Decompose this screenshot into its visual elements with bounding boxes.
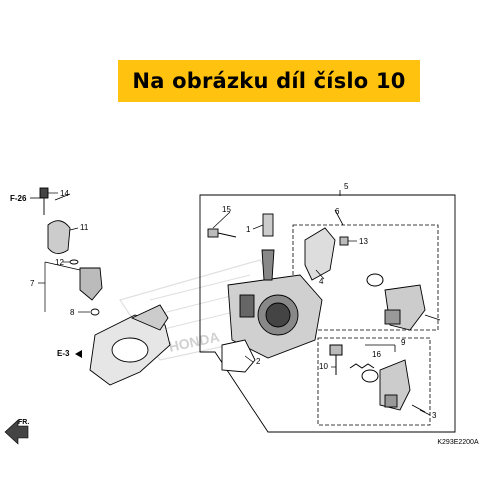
bolt-13 (339, 236, 349, 246)
leader-lines (38, 192, 431, 416)
label-5: 5 (344, 182, 349, 191)
part-labels: 5 6 1 15 13 4 2 9 16 10 3 14 11 12 7 8 (30, 182, 437, 420)
bracket-4 (304, 227, 336, 281)
label-12: 12 (55, 258, 64, 267)
o-ring (366, 273, 384, 287)
o-ring-lower (361, 369, 379, 383)
label-16: 16 (372, 350, 381, 359)
svg-text:F-26: F-26 (10, 194, 27, 203)
bolt-15 (207, 228, 237, 238)
label-1: 1 (246, 225, 251, 234)
label-4: 4 (319, 277, 324, 286)
label-3: 3 (432, 411, 437, 420)
highlight-banner: Na obrázku díl číslo 10 (118, 60, 420, 102)
label-14: 14 (60, 189, 69, 198)
idle-screw (261, 213, 275, 281)
sensor-upper (384, 284, 441, 331)
sub-assembly-outline-9 (317, 337, 431, 426)
ref-e3: E-3 (57, 349, 82, 358)
watermark-text: HONDA (167, 329, 221, 355)
label-15: 15 (222, 205, 231, 214)
intake-manifold (89, 304, 171, 386)
label-13: 13 (359, 237, 368, 246)
svg-text:E-3: E-3 (57, 349, 70, 358)
assembly-outline (199, 194, 456, 433)
label-11: 11 (80, 223, 89, 232)
label-7: 7 (30, 279, 35, 288)
label-6: 6 (335, 207, 340, 216)
gasket-2 (221, 339, 256, 373)
svg-text:FR.: FR. (18, 419, 29, 426)
label-10: 10 (319, 362, 328, 371)
spring-16 (349, 363, 375, 369)
part-10-screw (329, 344, 343, 375)
drawing-code: K293E2200A (437, 439, 479, 446)
label-2: 2 (256, 357, 261, 366)
throttle-body (227, 274, 323, 359)
label-8: 8 (70, 308, 75, 317)
ref-f26: F-26 (10, 194, 42, 203)
banner-text: Na obrázku díl číslo 10 (132, 69, 406, 93)
sensor-lower (379, 359, 426, 413)
label-9: 9 (401, 338, 406, 347)
front-arrow: FR. (4, 419, 29, 445)
injector-assembly (39, 187, 103, 316)
